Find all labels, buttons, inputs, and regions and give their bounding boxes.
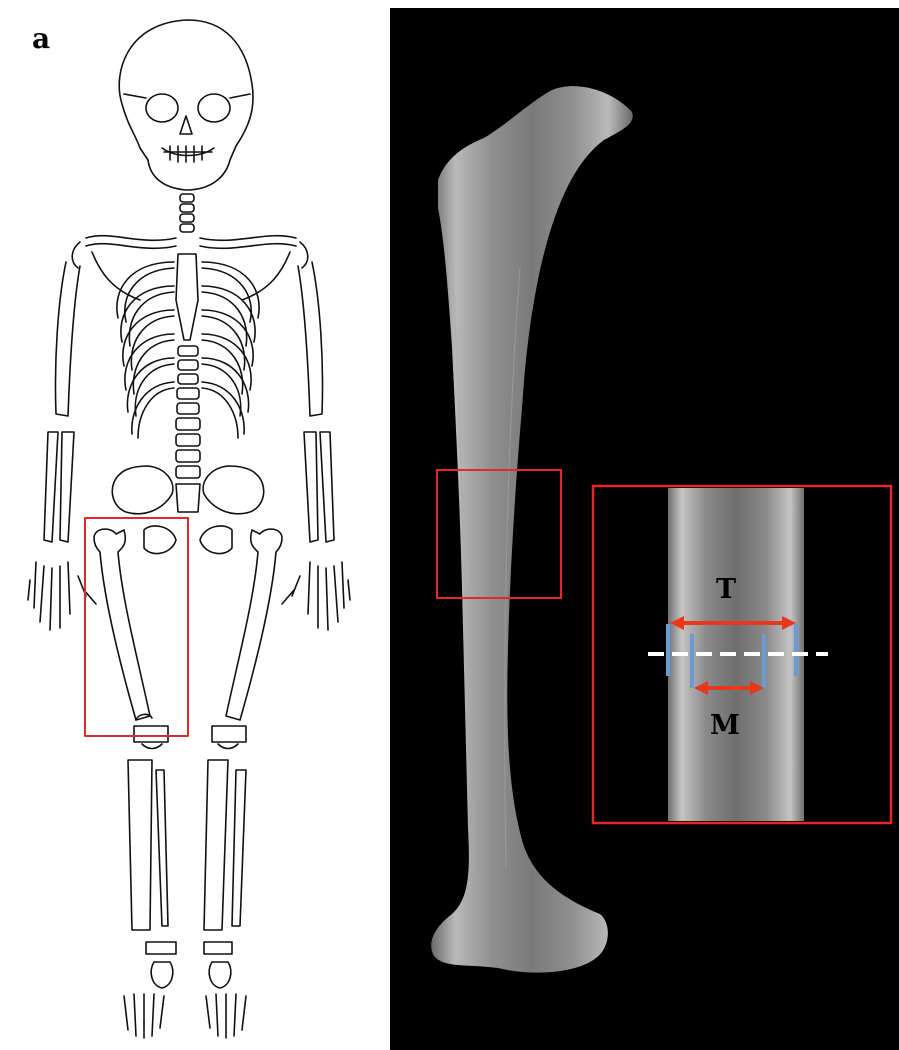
magnified-inset bbox=[593, 486, 891, 823]
panel-label-a: a bbox=[32, 22, 50, 55]
skeleton-drawing-panel bbox=[0, 0, 384, 1050]
medullary-width-label: M bbox=[710, 710, 740, 741]
left-shin-drawing bbox=[128, 760, 176, 954]
cervical-spine-drawing bbox=[180, 194, 194, 232]
right-femur-drawing bbox=[226, 529, 282, 720]
skull-drawing bbox=[119, 20, 253, 190]
femur-radiograph bbox=[390, 8, 899, 1050]
femur-highlight-box bbox=[85, 518, 188, 736]
spine-drawing bbox=[176, 346, 200, 478]
shoulder-girdle-drawing bbox=[72, 236, 308, 300]
right-ribs-drawing bbox=[202, 262, 259, 438]
total-width-label: T bbox=[716, 574, 736, 605]
left-femur-drawing bbox=[94, 529, 152, 720]
knee-drawing bbox=[134, 726, 246, 749]
skeleton-drawing bbox=[0, 0, 384, 1050]
feet-drawing bbox=[124, 962, 246, 1038]
femur-radiograph-panel bbox=[390, 8, 899, 1050]
right-shin-drawing bbox=[204, 760, 246, 954]
sternum-drawing bbox=[176, 254, 198, 340]
left-ribs-drawing bbox=[117, 262, 174, 438]
panel-label-b: b bbox=[602, 436, 622, 469]
right-arm-drawing bbox=[282, 262, 350, 630]
